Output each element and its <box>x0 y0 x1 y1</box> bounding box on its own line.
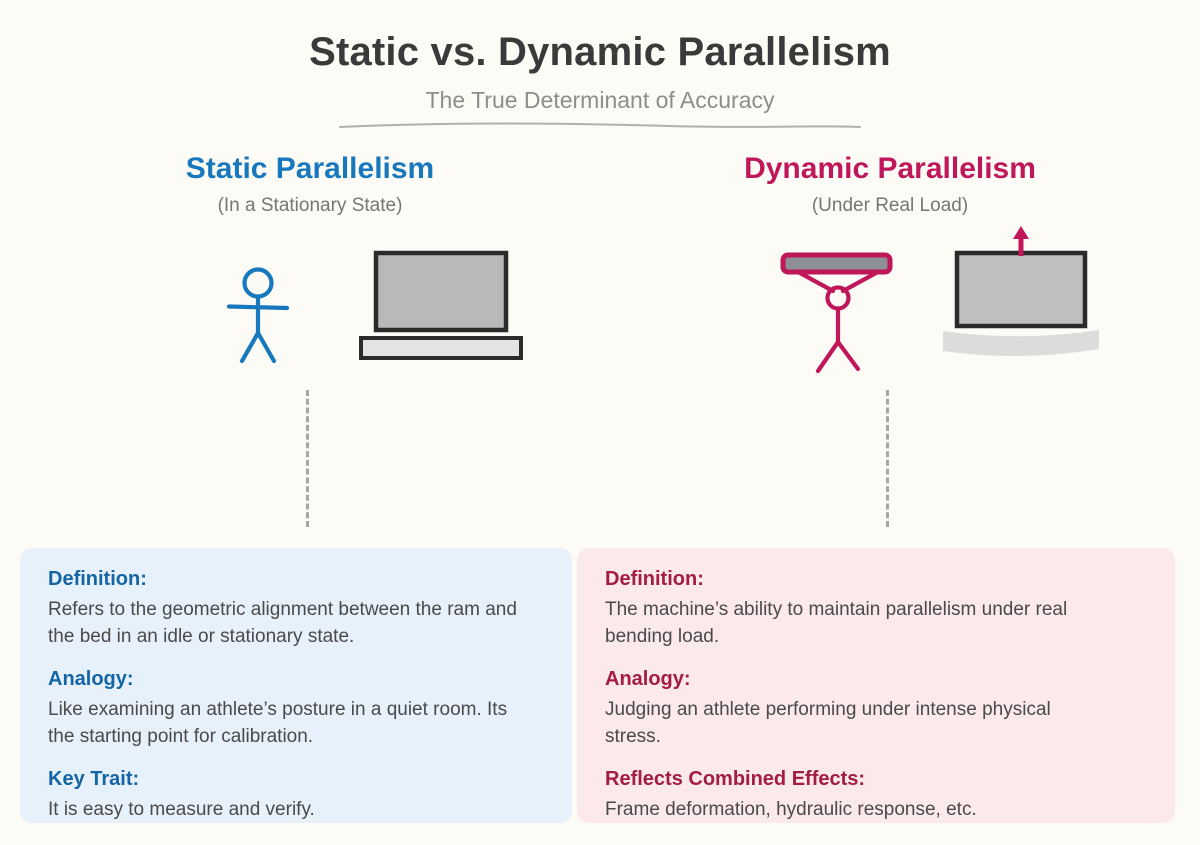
dynamic-combined-effects-section: Reflects Combined Effects: Frame deforma… <box>605 768 1147 823</box>
static-illustration <box>226 250 523 364</box>
static-key-trait-section: Key Trait: It is easy to measure and ver… <box>48 768 544 823</box>
dynamic-subheading: (Under Real Load) <box>811 195 969 216</box>
section-label: Key Trait: <box>48 768 140 790</box>
section-text: Judging an athlete performing under inte… <box>605 699 1051 747</box>
page-subtitle: The True Determinant of Accuracy <box>425 87 775 113</box>
page-title: Static vs. Dynamic Parallelism <box>309 30 891 74</box>
person-standing-icon <box>226 267 290 364</box>
section-text: The machine’s ability to maintain parall… <box>605 599 1068 647</box>
dynamic-analogy-section: Analogy: Judging an athlete performing u… <box>605 668 1147 750</box>
dashed-connector-dynamic <box>886 390 889 527</box>
dynamic-heading: Dynamic Parallelism <box>744 152 1036 185</box>
static-heading: Static Parallelism <box>185 152 435 185</box>
dashed-connector-static <box>306 390 309 527</box>
static-definition-section: Definition: Refers to the geometric alig… <box>48 568 544 650</box>
dynamic-column-header: Dynamic Parallelism (Under Real Load) <box>690 152 1090 217</box>
section-text: Like examining an athlete’s posture in a… <box>48 699 508 747</box>
weightlifter-icon <box>780 252 893 374</box>
divider-line <box>339 122 861 128</box>
section-text: Frame deformation, hydraulic response, e… <box>605 799 977 820</box>
static-subheading: (In a Stationary State) <box>217 195 403 216</box>
deflected-bed-shape <box>943 330 1099 357</box>
press-brake-idle-icon <box>359 250 523 360</box>
section-label: Reflects Combined Effects: <box>605 768 866 790</box>
section-label: Analogy: <box>48 668 134 690</box>
section-label: Definition: <box>605 568 704 590</box>
section-label: Definition: <box>48 568 147 590</box>
dynamic-info-card: Definition: The machine’s ability to mai… <box>577 548 1175 823</box>
section-text: Refers to the geometric alignment betwee… <box>48 599 517 647</box>
static-info-card: Definition: Refers to the geometric alig… <box>20 548 572 823</box>
dynamic-definition-section: Definition: The machine’s ability to mai… <box>605 568 1147 650</box>
press-brake-under-load-icon <box>943 226 1099 357</box>
section-text: It is easy to measure and verify. <box>48 799 315 820</box>
up-arrow-icon <box>1013 226 1029 256</box>
static-column-header: Static Parallelism (In a Stationary Stat… <box>110 152 510 217</box>
static-analogy-section: Analogy: Like examining an athlete’s pos… <box>48 668 544 750</box>
dynamic-illustration <box>780 226 1099 374</box>
section-label: Analogy: <box>605 668 691 690</box>
